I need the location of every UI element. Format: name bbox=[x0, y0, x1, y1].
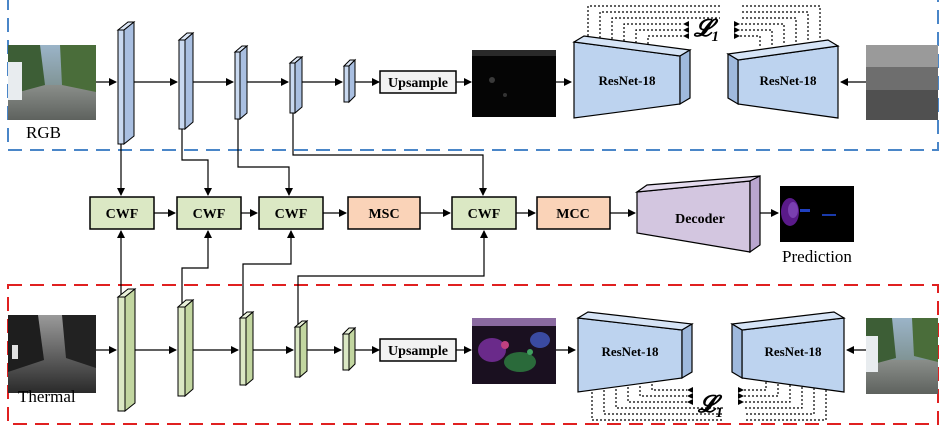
msc-block bbox=[347, 196, 421, 230]
upsample-bottom-label: Upsample bbox=[388, 344, 448, 359]
mcc-label: MCC bbox=[556, 207, 589, 222]
cwf-block-4 bbox=[451, 196, 517, 230]
decoder-label: Decoder bbox=[675, 212, 725, 227]
resnet-top-left bbox=[572, 35, 692, 119]
cwf-block-2 bbox=[176, 196, 242, 230]
cwf-block-3 bbox=[258, 196, 324, 230]
thermal-input-image bbox=[8, 315, 96, 393]
rgb-label: RGB bbox=[26, 123, 61, 142]
loss-l1-top: 𝓛1 bbox=[693, 16, 719, 45]
bottom-loss-arrowheads bbox=[687, 387, 744, 405]
resnet-bottom-right bbox=[730, 311, 846, 393]
thermal-encoder-stage-5 bbox=[341, 326, 357, 372]
rgb-encoder-stage-2 bbox=[177, 31, 195, 131]
rgb-reconstruction-image bbox=[472, 50, 556, 117]
top-loss-arrowheads bbox=[683, 21, 740, 39]
resnet-bottom-left bbox=[576, 311, 694, 393]
upsample-top-label: Upsample bbox=[388, 76, 448, 91]
resnet-top-right-label: ResNet-18 bbox=[759, 73, 817, 88]
upsample-top-box bbox=[379, 70, 457, 94]
rgb-target-gray-image bbox=[866, 45, 938, 120]
loss-l1-bottom: 𝓛1 bbox=[697, 392, 723, 421]
rgb-input-image bbox=[8, 45, 96, 120]
rgb-encoder-stage-4 bbox=[288, 55, 304, 115]
resnet-top-left-label: ResNet-18 bbox=[598, 73, 656, 88]
decoder-block bbox=[634, 175, 761, 254]
thermal-encoder-stage-3 bbox=[238, 310, 255, 387]
thermal-to-cwf-connections bbox=[117, 230, 488, 325]
cwf-4-label: CWF bbox=[468, 207, 501, 222]
rgb-encoder-stage-1 bbox=[116, 20, 136, 146]
rgb-encoder-stage-3 bbox=[233, 44, 249, 121]
cwf-1-label: CWF bbox=[106, 207, 139, 222]
rgb-to-cwf-connections bbox=[117, 113, 487, 196]
prediction-label: Prediction bbox=[782, 247, 852, 266]
cwf-3-label: CWF bbox=[275, 207, 308, 222]
upsample-bottom-box bbox=[379, 338, 457, 362]
resnet-top-right bbox=[726, 39, 840, 119]
thermal-reconstruction-image bbox=[472, 318, 556, 384]
bottom-loss-dotted-lines bbox=[591, 382, 827, 421]
thermal-encoder-stage-2 bbox=[176, 298, 195, 398]
thermal-encoder-stage-1 bbox=[116, 287, 137, 413]
cwf-2-label: CWF bbox=[193, 207, 226, 222]
resnet-bottom-left-label: ResNet-18 bbox=[601, 344, 659, 359]
thermal-label: Thermal bbox=[18, 387, 76, 406]
thermal-encoder-stage-4 bbox=[293, 319, 309, 379]
resnet-bottom-right-label: ResNet-18 bbox=[764, 344, 822, 359]
prediction-image bbox=[780, 186, 854, 242]
rgb-encoder-stage-5 bbox=[342, 58, 357, 104]
msc-label: MSC bbox=[368, 207, 399, 222]
top-loss-dotted-lines bbox=[587, 5, 821, 46]
thermal-target-rgb-image bbox=[866, 318, 938, 394]
